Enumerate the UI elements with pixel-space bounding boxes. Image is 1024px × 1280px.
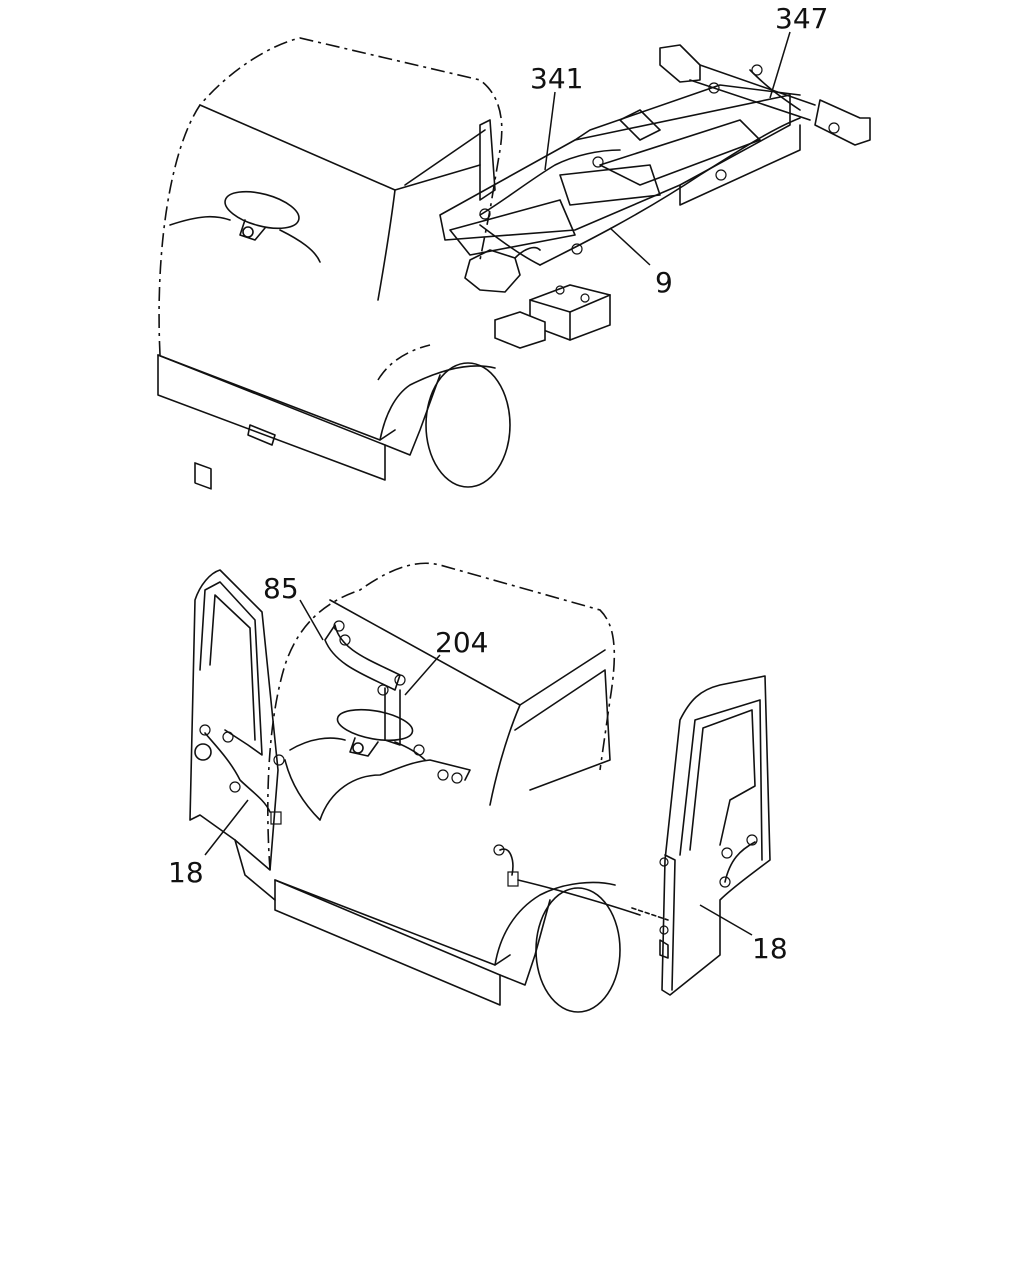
bottom-cab-illustration: 85 204 18 18 [168,562,788,1013]
callout-9: 9 [655,266,673,299]
bottom-cab-outline [267,562,616,871]
callout-18-left: 18 [168,856,204,889]
bottom-left-door [189,569,279,901]
top-cab-outline [158,37,503,356]
callout-18-right: 18 [752,932,788,965]
top-engine-part [464,249,521,293]
callout-204: 204 [435,626,488,659]
bottom-bumper [274,879,501,1006]
top-battery [494,284,611,349]
bottom-dash-harness [270,620,471,825]
callout-85: 85 [263,572,299,605]
top-harness [479,64,840,266]
callout-341: 341 [530,62,583,95]
top-front-wheel [425,362,511,488]
callout-347: 347 [775,2,828,35]
bottom-steering-wheel [289,708,426,761]
top-chassis-frame [439,44,871,256]
bottom-front-wheel [535,887,621,1013]
top-steering-wheel [169,190,321,263]
top-truck-illustration: 347 341 9 [157,2,871,490]
bottom-right-door [659,675,771,996]
top-bumper [157,354,386,481]
